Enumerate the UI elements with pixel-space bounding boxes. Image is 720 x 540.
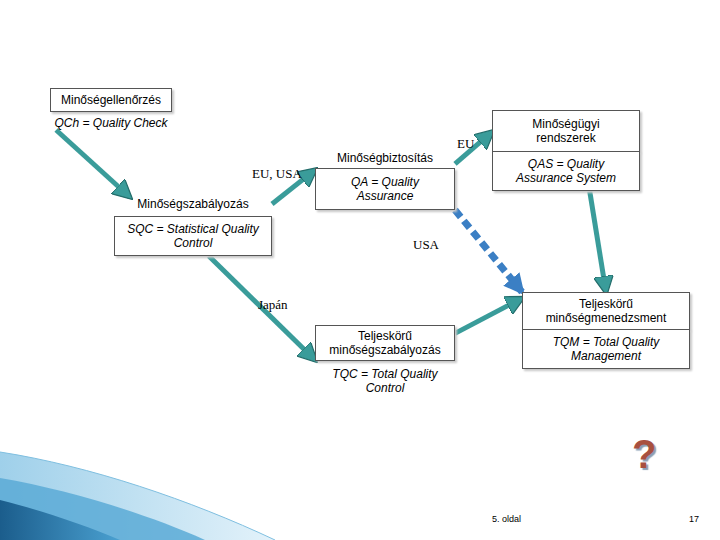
concept-abbreviation: QCh = Quality Check — [50, 116, 172, 130]
flow-arrow — [455, 298, 522, 333]
page-reference: 5. oldal — [492, 514, 521, 524]
region-label: EU — [457, 136, 474, 152]
concept-box: Teljeskörű minőségszabályozásTQC = Total… — [315, 325, 455, 395]
concept-box: Minőségbiztosítás QA = Quality Assurance — [315, 151, 455, 210]
question-mark: ? — [632, 432, 656, 477]
concept-box: MinőségszabályozásSQC = Statistical Qual… — [114, 197, 272, 256]
concept-abbreviation: TQC = Total Quality Control — [315, 367, 455, 395]
flow-arrow — [455, 132, 492, 164]
concept-title: Minőségügyi rendszerek — [492, 110, 640, 152]
region-label: Japán — [258, 297, 288, 313]
concept-title: Minőségszabályozás — [114, 197, 272, 211]
concept-abbreviation: QAS = Quality Assurance System — [492, 151, 640, 191]
swoosh-dark — [0, 500, 120, 540]
concept-abbreviation: SQC = Statistical Quality Control — [114, 216, 272, 256]
swoosh-light — [0, 452, 275, 540]
concept-title: Teljeskörű minőségmenedzsment — [522, 292, 690, 330]
dashed-arrow — [455, 210, 522, 292]
concept-title: Minőségbiztosítás — [315, 151, 455, 165]
concept-box: MinőségellenőrzésQCh = Quality Check — [50, 88, 172, 130]
swoosh-mid — [0, 478, 205, 540]
concept-abbreviation: TQM = Total Quality Management — [522, 329, 690, 369]
region-label: EU, USA — [252, 166, 302, 182]
concept-abbreviation: QA = Quality Assurance — [315, 168, 455, 210]
flow-arrow — [590, 191, 606, 292]
flow-arrow — [209, 256, 315, 360]
slide-number: 17 — [689, 514, 699, 524]
concept-title: Minőségellenőrzés — [50, 88, 172, 112]
concept-title: Teljeskörű minőségszabályozás — [315, 325, 455, 361]
concept-box: Teljeskörű minőségmenedzsmentTQM = Total… — [522, 292, 690, 369]
concept-box: Minőségügyi rendszerekQAS = Quality Assu… — [492, 110, 640, 191]
flow-arrow — [56, 130, 130, 197]
swoosh-edge — [0, 452, 275, 540]
region-label: USA — [413, 237, 439, 253]
